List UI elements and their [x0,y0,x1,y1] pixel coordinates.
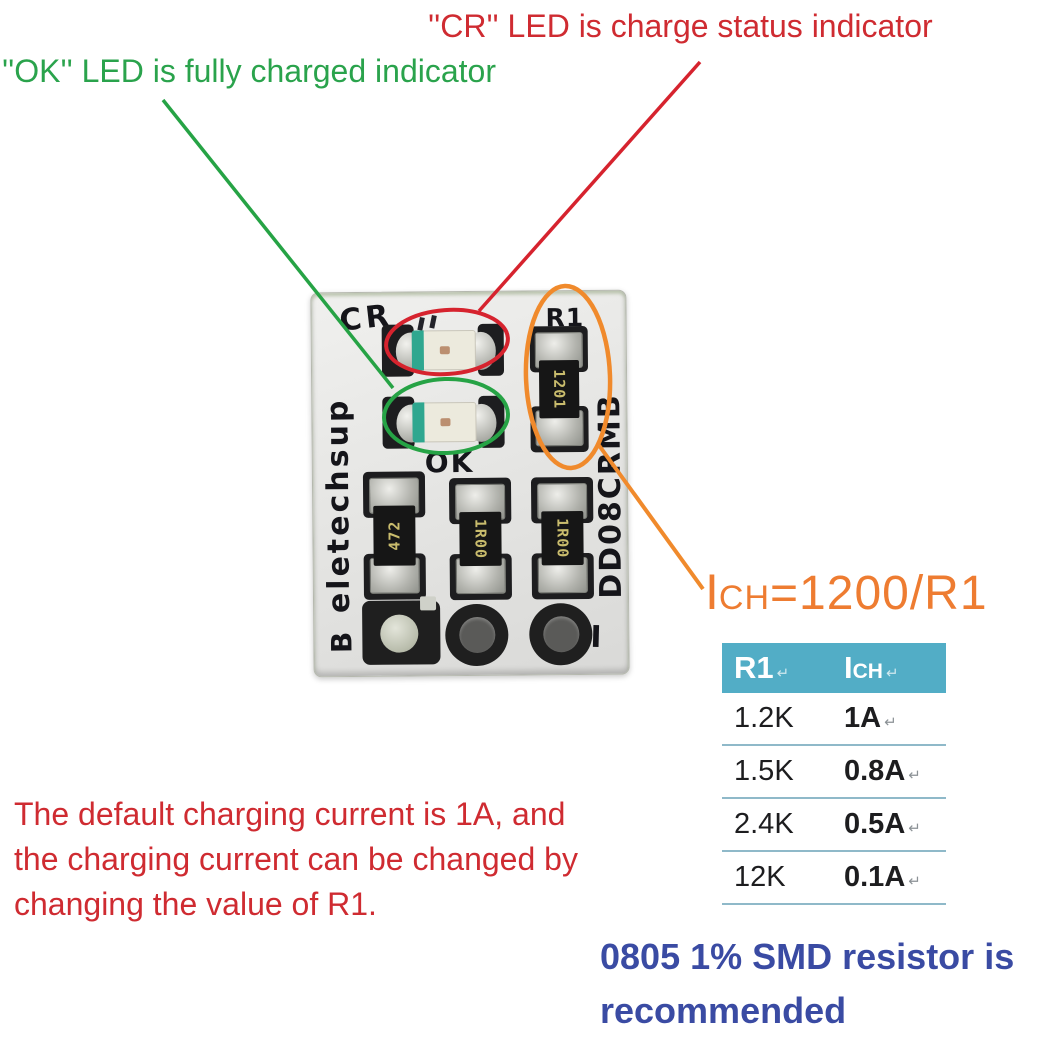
return-mark-icon: ↵ [776,665,790,682]
table-row: 1.5K 0.8A↵ [722,746,946,799]
through-hole [543,616,580,653]
r1-value: 2.4K [734,808,794,840]
battery-terminal-pad [362,596,441,665]
resistor-body: 1201 [539,360,580,419]
resistor-marking: 1R00 [471,518,490,560]
r1-value: 1.5K [734,755,794,787]
ok-led [382,395,505,449]
note-line: the charging current can be changed by [14,841,578,877]
silkscreen-b-label: B [325,631,359,654]
pcb-board: CR R1 OK [310,289,630,678]
led-die [440,418,451,427]
resistor-marking: 1R00 [553,518,572,559]
solder-notch [419,596,437,611]
current-value-text: 0.5A [844,808,906,840]
current-value: 0.8A↵ [844,755,921,788]
table-row: 2.4K 0.5A↵ [722,799,946,852]
default-current-note: The default charging current is 1A, and … [14,792,578,927]
resistor-472: 472 [362,471,427,600]
brand-text: eletechsup [320,397,358,614]
return-mark-icon: ↵ [908,873,921,890]
through-hole [459,616,496,654]
resistor-r1: 1201 [529,325,589,453]
cr-led-note: ''CR'' LED is charge status indicator [428,8,933,44]
header-ich-sub: CH [852,660,883,683]
current-value: 0.5A↵ [844,808,921,841]
header-r1-text: R1 [734,650,774,685]
resistor-marking: 1201 [549,369,569,410]
charge-current-formula: ICH=1200/R1 [705,563,988,621]
through-hole [380,614,419,653]
resistor-body: 1R00 [541,511,584,566]
note-line: The default charging current is 1A, and [14,796,566,832]
input-terminal-pad [529,602,593,666]
r1-value: 1.2K [734,702,794,734]
cr-led [381,323,505,377]
return-mark-icon: ↵ [885,665,899,682]
header-r1: R1↵ [734,650,844,686]
table-header-row: R1↵ ICH↵ [722,643,946,693]
resistor-marking: 472 [385,520,404,551]
formula-expression: =1200/R1 [770,567,988,620]
resistor-1r00-right: 1R00 [530,476,595,600]
formula-subscript: CH [718,579,771,617]
table-row: 12K 0.1A↵ [722,852,946,905]
current-value-text: 1A [844,702,882,734]
led-cathode-stripe [412,402,425,443]
cr-leader-line [477,60,702,313]
led-cathode-stripe [411,330,425,371]
model-number-text: DD08CRMB [592,393,630,599]
formula-symbol: I [705,564,719,620]
header-ich: ICH↵ [844,650,899,686]
current-value-text: 0.8A [844,755,906,787]
resistor-recommendation-note: 0805 1% SMD resistor is recommended [600,930,1014,1038]
silkscreen-ok-label: OK [424,445,475,480]
header-ich-main: I [844,650,853,685]
middle-terminal-pad [445,603,509,667]
return-mark-icon: ↵ [908,767,921,784]
current-value-text: 0.1A [844,861,906,893]
silkscreen-i-label: I [589,619,602,656]
r1-value: 12K [734,861,786,893]
return-mark-icon: ↵ [884,714,897,731]
resistor-body: 1R00 [459,511,502,567]
current-value: 1A↵ [844,702,897,735]
note-line: changing the value of R1. [14,886,377,922]
led-die [439,346,450,355]
r1-current-table: R1↵ ICH↵ 1.2K 1A↵ 1.5K 0.8A↵ 2.4K 0.5A↵ … [722,643,946,905]
resistor-body: 472 [373,505,416,566]
note-line: 0805 1% SMD resistor is [600,936,1015,977]
current-value: 0.1A↵ [844,861,921,894]
return-mark-icon: ↵ [908,820,921,837]
table-row: 1.2K 1A↵ [722,693,946,746]
ok-led-note: ''OK'' LED is fully charged indicator [2,53,496,89]
resistor-1r00-middle: 1R00 [448,477,513,601]
note-line: recommended [600,990,847,1031]
